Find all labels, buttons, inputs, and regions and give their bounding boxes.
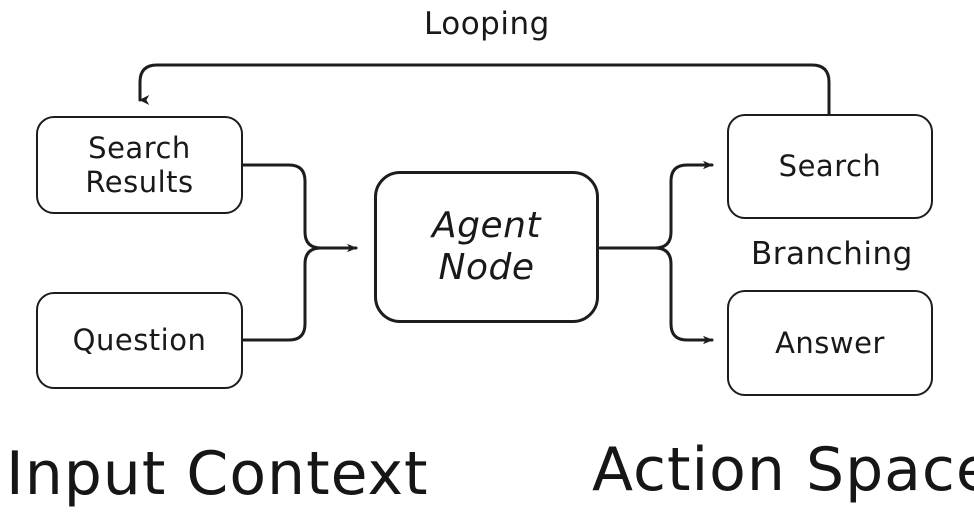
edge-agent-to-search: [653, 160, 714, 250]
node-question-label: Question: [72, 323, 207, 358]
edge-label-branching: Branching: [751, 236, 913, 272]
node-search-results-label: Search Results: [85, 130, 194, 199]
edge-label-looping: Looping: [424, 6, 550, 42]
caption-input-context: Input Context: [6, 439, 429, 509]
node-search-results[interactable]: Search Results: [36, 116, 243, 214]
node-answer[interactable]: Answer: [727, 290, 933, 396]
node-agent-node-label: Agent Node: [431, 204, 542, 288]
node-search[interactable]: Search: [727, 114, 933, 219]
edge-loop-search-to-search-results: [138, 63, 831, 116]
node-agent-node[interactable]: Agent Node: [374, 171, 599, 323]
node-answer-label: Answer: [775, 325, 885, 360]
caption-action-space: Action Space: [592, 435, 974, 505]
edge-question-to-agent: [241, 246, 323, 342]
node-search-label: Search: [778, 149, 882, 184]
node-question[interactable]: Question: [36, 292, 243, 389]
edge-search-results-to-agent: [241, 163, 358, 253]
edge-agent-to-answer: [653, 246, 714, 345]
